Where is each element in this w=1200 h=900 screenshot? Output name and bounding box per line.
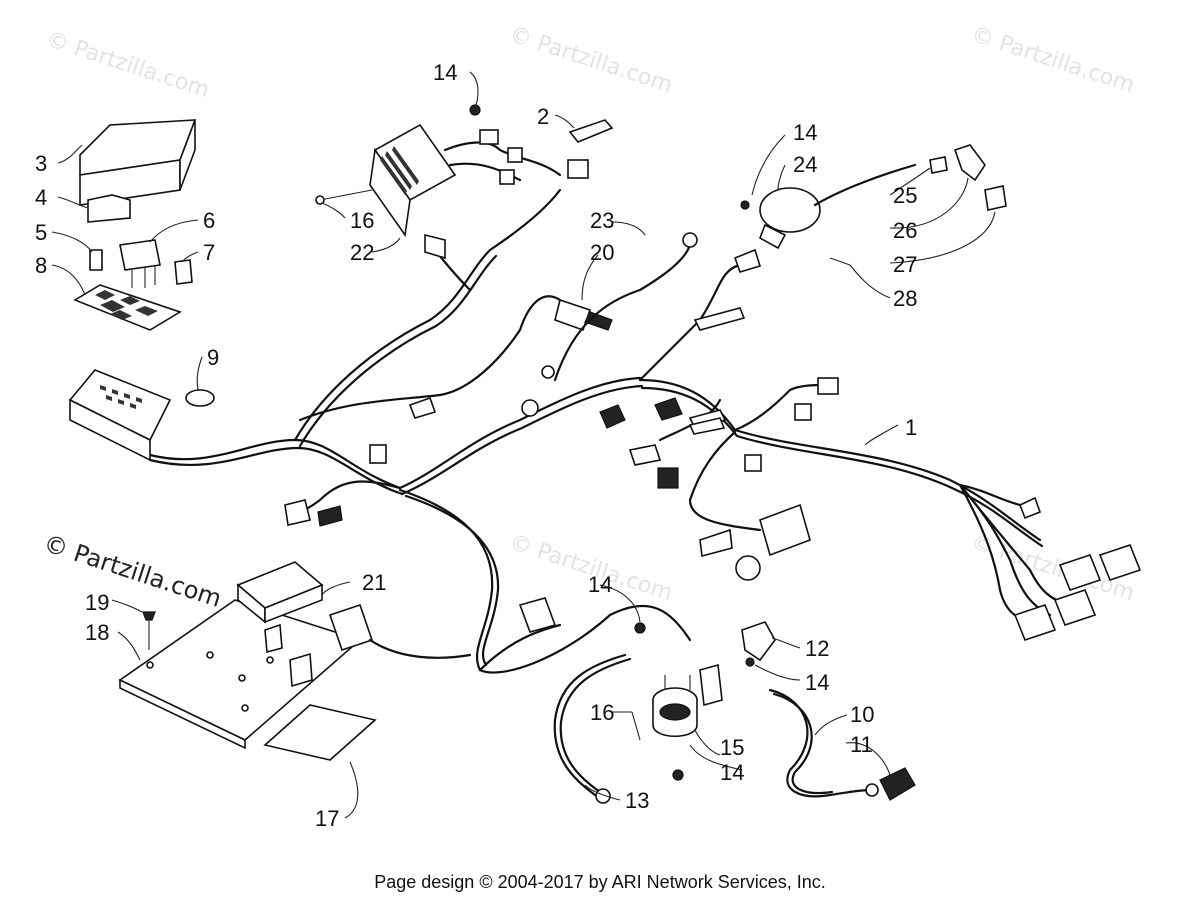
callout-9: 9 — [207, 345, 219, 370]
retaining-ring-9 — [185, 389, 215, 407]
fuse-board-8 — [73, 284, 182, 331]
ground-terminal-23 — [682, 232, 698, 248]
page-footer: Page design © 2004-2017 by ARI Network S… — [374, 872, 826, 892]
nut-14-solenoid — [634, 622, 646, 634]
spark-plug-cap-26 — [953, 144, 986, 182]
bolt-19 — [142, 611, 156, 621]
callout-27: 27 — [893, 252, 917, 277]
callout-14-coil: 14 — [793, 120, 817, 145]
starter-solenoid-15 — [652, 663, 723, 737]
callout-26: 26 — [893, 218, 917, 243]
battery-cables — [553, 653, 916, 804]
callout-17: 17 — [315, 806, 339, 831]
callout-12: 12 — [805, 636, 829, 661]
fuse-5 — [89, 249, 103, 271]
callout-6: 6 — [203, 208, 215, 233]
relay-4 — [87, 194, 131, 223]
watermark-prominent: © Partzilla.com — [40, 529, 225, 613]
mounting-plate-18 — [118, 599, 362, 750]
callout-7: 7 — [203, 240, 215, 265]
callout-25: 25 — [893, 183, 917, 208]
nut-14-top — [469, 104, 481, 116]
callout-15: 15 — [720, 735, 744, 760]
watermark-top-right: © Partzilla.com — [968, 22, 1137, 98]
callout-14-bottom: 14 — [720, 760, 744, 785]
callout-20: 20 — [590, 240, 614, 265]
screw-16-solenoid — [631, 711, 641, 741]
regulator-connector-d — [499, 169, 515, 185]
callout-14-solenoid: 14 — [588, 572, 612, 597]
fuse-box-cover — [79, 119, 197, 206]
callout-23: 23 — [590, 208, 614, 233]
callout-10: 10 — [850, 702, 874, 727]
callout-24: 24 — [793, 152, 817, 177]
ring-terminal-10 — [865, 783, 879, 797]
foam-pad-17 — [263, 704, 377, 761]
watermark-top-left: © Partzilla.com — [43, 27, 212, 103]
terminal-boot-12 — [741, 621, 776, 662]
callout-13: 13 — [625, 788, 649, 813]
relay-6 — [119, 239, 161, 288]
callout-18: 18 — [85, 620, 109, 645]
callout-labels: 1 2 3 4 5 6 7 8 9 10 11 12 13 14 14 14 1… — [35, 60, 917, 831]
regulator-connector-b — [507, 147, 523, 163]
callout-21: 21 — [362, 570, 386, 595]
callout-5: 5 — [35, 220, 47, 245]
screw-28 — [829, 257, 851, 266]
callout-1: 1 — [905, 415, 917, 440]
callout-4: 4 — [35, 185, 47, 210]
callout-3: 3 — [35, 151, 47, 176]
terminal-boot-11 — [879, 767, 916, 801]
leader-lines — [51, 71, 996, 819]
callout-16-solenoid: 16 — [590, 700, 614, 725]
callout-8: 8 — [35, 253, 47, 278]
wiring-harness-diagram: © Partzilla.com © Partzilla.com © Partzi… — [35, 22, 1142, 831]
callout-2: 2 — [537, 104, 549, 129]
callout-14-top: 14 — [433, 60, 457, 85]
callout-22: 22 — [350, 240, 374, 265]
regulator-connector-c — [567, 159, 589, 179]
regulator-connector-a — [479, 129, 499, 145]
voltage-regulator-22 — [315, 123, 457, 238]
ring-terminal-13 — [595, 788, 611, 804]
nut-14-bottom — [672, 769, 684, 781]
boot-seal-25 — [929, 156, 948, 174]
sensor-20 — [554, 298, 613, 332]
callout-11: 11 — [850, 732, 873, 757]
fuse-7 — [174, 259, 193, 285]
fuse-box-base — [68, 369, 172, 462]
callout-19: 19 — [85, 590, 109, 615]
callout-16-regulator: 16 — [350, 208, 374, 233]
callout-28: 28 — [893, 286, 917, 311]
connector-2 — [568, 119, 614, 143]
right-side-connectors — [1013, 496, 1142, 641]
callout-14-right: 14 — [805, 670, 829, 695]
cover-27 — [984, 185, 1007, 211]
watermark-top-center: © Partzilla.com — [506, 22, 675, 98]
nut-14-right — [745, 657, 755, 667]
harness-connectors — [284, 233, 839, 633]
ignition-coil-24 — [740, 163, 917, 250]
control-module-21 — [236, 561, 324, 624]
